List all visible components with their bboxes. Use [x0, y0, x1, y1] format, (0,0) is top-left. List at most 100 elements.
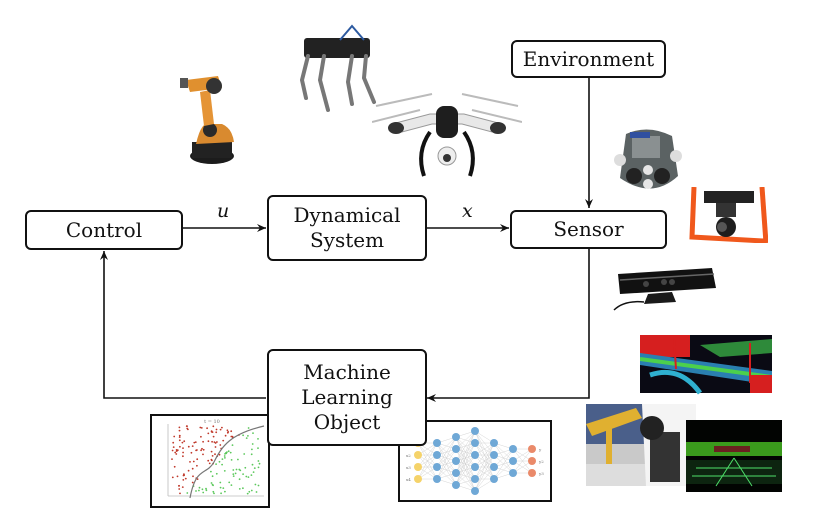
scatter-point — [198, 489, 200, 492]
nn-hidden-node — [471, 475, 479, 483]
nn-connection — [474, 442, 495, 468]
edge-sensor-to-ml — [427, 249, 590, 402]
nn-connection — [455, 430, 476, 486]
scatter-point — [175, 449, 178, 451]
scatter-point — [178, 434, 181, 437]
scatter-point — [219, 428, 222, 431]
dynamical-system-label-line2: System — [309, 228, 385, 252]
scatter-point — [224, 457, 226, 459]
nn-connection — [455, 430, 476, 462]
nn-connection — [493, 460, 514, 480]
scatter-point — [182, 447, 184, 449]
control-label: Control — [65, 217, 143, 242]
multi-camera-sensor-head-image — [614, 129, 682, 189]
environment-node[interactable]: Environment — [511, 40, 666, 78]
scatter-point — [250, 474, 253, 476]
scatter-point — [206, 427, 208, 430]
scatter-point — [184, 477, 187, 480]
scatter-point — [198, 486, 201, 489]
scatter-point — [245, 475, 248, 478]
scatter-point — [205, 489, 208, 492]
scatter-point — [220, 492, 222, 495]
scatter-point — [224, 434, 227, 437]
scatter-point — [219, 486, 222, 489]
scatter-point — [252, 471, 255, 473]
scatter-point — [175, 453, 178, 455]
scatter-point — [237, 458, 239, 461]
decision-boundary — [189, 425, 265, 499]
scatter-point — [257, 438, 259, 440]
nn-hidden-node — [471, 463, 479, 471]
scatter-point — [230, 430, 233, 433]
scatter-point — [183, 440, 186, 443]
scatter-point — [219, 481, 222, 484]
scatter-point — [211, 440, 213, 443]
nn-input-label: x3 — [406, 465, 411, 470]
scatter-point — [230, 459, 233, 461]
scatter-point — [181, 441, 184, 444]
nn-hidden-node — [452, 481, 460, 489]
nn-hidden-node — [433, 463, 441, 471]
scatter-point — [223, 470, 226, 472]
nn-hidden-node — [509, 469, 517, 477]
scatter-point — [195, 490, 197, 492]
scatter-point — [182, 455, 184, 458]
scatter-point — [194, 441, 197, 443]
scatter-point — [258, 462, 261, 465]
scatter-point — [174, 451, 177, 454]
scatter-point — [171, 458, 173, 460]
depth-camera-image — [613, 268, 716, 311]
scatter-point — [202, 448, 205, 451]
nn-connection — [417, 442, 438, 480]
scatter-point — [214, 446, 217, 448]
dynamical-system-node[interactable]: Dynamical System — [267, 195, 427, 261]
dynamical-system-label-line1: Dynamical — [293, 203, 401, 227]
nn-hidden-node — [471, 439, 479, 447]
scatter-point — [247, 435, 249, 437]
nn-connection — [474, 466, 495, 492]
scatter-point — [245, 437, 248, 439]
scatter-point — [201, 447, 203, 450]
scatter-point — [192, 475, 194, 478]
scatter-point — [247, 427, 250, 429]
scatter-point — [248, 490, 251, 493]
nn-input-node — [414, 463, 422, 471]
nn-hidden-node — [452, 469, 460, 477]
scatter-point — [254, 483, 257, 486]
scatter-point — [244, 466, 247, 469]
scatter-point — [196, 478, 199, 480]
nn-hidden-node — [490, 439, 498, 447]
scatter-point — [202, 453, 204, 456]
scatter-point — [253, 467, 256, 469]
scatter-point — [202, 491, 205, 494]
scatter-point — [227, 450, 230, 453]
nn-hidden-node — [452, 445, 460, 453]
nn-hidden-node — [433, 475, 441, 483]
nn-input-node — [414, 451, 422, 459]
scatter-point — [179, 492, 181, 495]
scatter-point — [223, 455, 226, 457]
scatter-point — [224, 490, 226, 493]
nn-connection — [417, 454, 438, 480]
control-node[interactable]: Control — [25, 210, 183, 250]
sensor-node[interactable]: Sensor — [510, 210, 667, 249]
nn-output-label: y — [538, 447, 542, 452]
scatter-point — [219, 444, 222, 446]
nn-output-label: y2 — [538, 459, 544, 464]
scatter-point — [199, 426, 202, 429]
environment-label: Environment — [522, 46, 655, 71]
quadruped-robot-image — [299, 24, 376, 112]
scatter-point — [230, 484, 233, 486]
nn-connection — [436, 436, 457, 468]
ml-object-node[interactable]: Machine Learning Object — [267, 349, 427, 446]
nn-hidden-node — [509, 457, 517, 465]
scatter-point — [218, 460, 221, 463]
nn-connection — [474, 442, 495, 492]
scatter-point — [181, 486, 184, 488]
scatter-point — [257, 447, 259, 449]
scatter-point — [186, 425, 188, 428]
scatter-point — [207, 440, 210, 443]
scatter-point — [173, 435, 176, 438]
scatter-point — [200, 427, 203, 429]
scatter-point — [191, 481, 194, 484]
